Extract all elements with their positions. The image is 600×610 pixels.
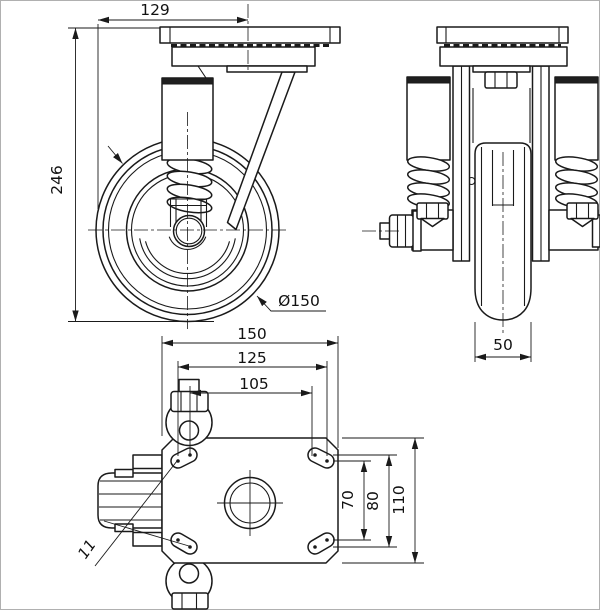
- side-view: 50: [362, 26, 600, 362]
- plan-view: 11 150 125 105 70 80 110: [74, 325, 424, 610]
- dim-leader-d150: [256, 295, 326, 312]
- spring-left: [406, 76, 451, 228]
- swivel-housing-side: [439, 46, 568, 67]
- mounting-plate-side: [436, 26, 569, 44]
- dim-70-label: 70: [339, 490, 357, 510]
- spring-right: [554, 76, 599, 228]
- front-view: 129 246 Ø150: [48, 1, 341, 329]
- dim-110-label: 110: [390, 485, 408, 515]
- dim-11-label: 11: [74, 536, 100, 562]
- axle-bracket: [168, 198, 208, 250]
- spring-housing-cap: [161, 77, 214, 85]
- fork-tab-top: [132, 454, 163, 470]
- spring-coil: [166, 157, 213, 214]
- mounting-slots: [170, 447, 335, 555]
- dim-50-label: 50: [493, 336, 513, 354]
- fork-leg: [226, 71, 296, 231]
- axle-bolt-top: [170, 390, 209, 413]
- dim-d150-label: Ø150: [278, 292, 320, 310]
- wheel-plan: [97, 472, 163, 529]
- swivel-housing: [171, 46, 316, 67]
- dim-80-label: 80: [364, 491, 382, 511]
- mounting-plate-front: [159, 26, 341, 44]
- slot-leader-1: [94, 460, 178, 567]
- axle-nut-bottom: [171, 592, 209, 610]
- dim-129-label: 129: [140, 1, 170, 19]
- dim-246-label: 246: [48, 165, 66, 195]
- dim-125-label: 125: [237, 349, 267, 367]
- dim-150-label: 150: [237, 325, 267, 343]
- kingpin-nut: [484, 71, 518, 89]
- dim-105-label: 105: [239, 375, 269, 393]
- wheel-hub: [172, 214, 206, 248]
- fork-tab-bottom: [132, 531, 163, 547]
- slot-leader-2: [103, 520, 190, 547]
- tread-leader-arrow: [107, 145, 123, 164]
